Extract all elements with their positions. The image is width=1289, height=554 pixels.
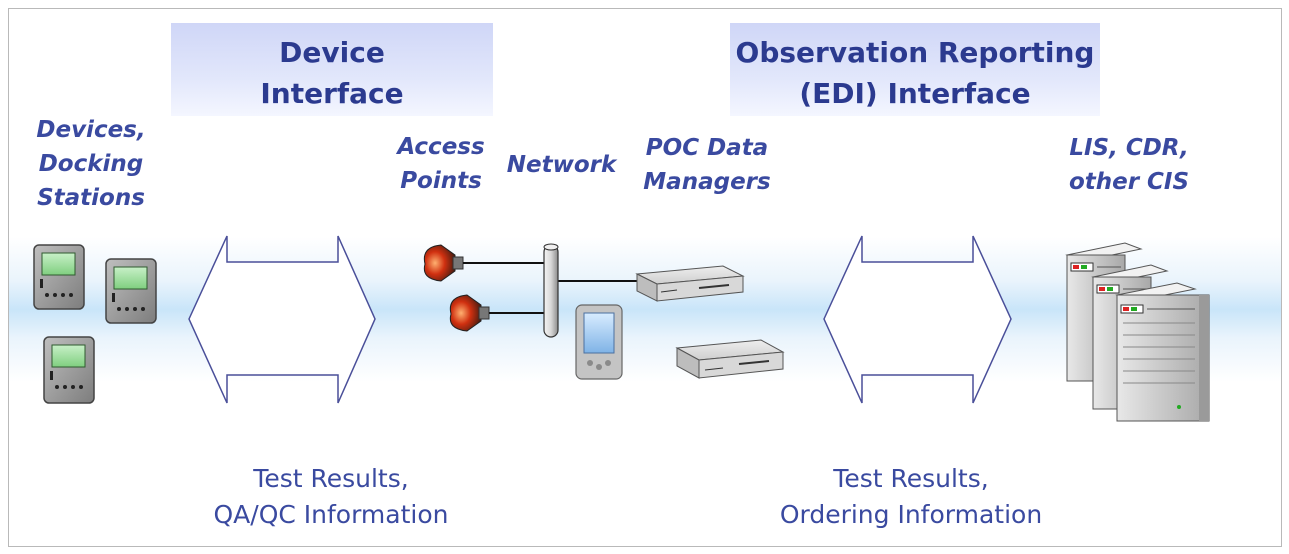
diagram-artwork <box>33 235 1210 422</box>
label-line: Docking <box>38 151 144 177</box>
header-line: (EDI) Interface <box>799 77 1031 110</box>
observation-interface-caption: Test Results, Ordering Information <box>761 461 1061 533</box>
network-label: Network <box>499 148 624 182</box>
access-points-label: Access Points <box>381 130 501 198</box>
header-line: Interface <box>260 77 404 110</box>
access-point-icon <box>449 294 490 332</box>
label-line: Devices, <box>36 117 146 143</box>
observation-reporting-double-arrow-icon <box>823 235 1012 404</box>
data-manager-server-icon <box>635 265 745 302</box>
diagram-frame: Device Interface Observation Reporting (… <box>8 8 1282 547</box>
data-manager-server-icon <box>675 339 785 379</box>
caption-line: Ordering Information <box>779 500 1043 529</box>
label-line: Access <box>397 134 485 160</box>
label-line: other CIS <box>1068 169 1190 195</box>
handheld-device-icon <box>43 336 95 404</box>
network-backbone-icon <box>543 243 559 338</box>
label-line: Points <box>400 168 482 194</box>
poc-data-managers-label: POC Data Managers <box>627 131 787 199</box>
label-line: LIS, CDR, <box>1069 135 1189 161</box>
server-tower-icon <box>1115 282 1210 422</box>
header-line: Device <box>279 36 385 69</box>
lis-cdr-cis-label: LIS, CDR, other CIS <box>1049 131 1209 199</box>
label-line: POC Data <box>645 135 769 161</box>
pda-device-icon <box>575 304 623 380</box>
device-interface-double-arrow-icon <box>188 235 376 404</box>
device-interface-caption: Test Results, QA/QC Information <box>181 461 481 533</box>
observation-interface-header: Observation Reporting (EDI) Interface <box>715 32 1115 114</box>
label-line: Managers <box>643 169 771 195</box>
observation-interface-header-box <box>730 23 1100 116</box>
caption-line: Test Results, <box>253 464 409 493</box>
caption-line: QA/QC Information <box>213 500 449 529</box>
label-line: Stations <box>37 185 145 211</box>
header-line: Observation Reporting <box>735 36 1095 69</box>
handheld-device-icon <box>105 258 157 324</box>
devices-label: Devices, Docking Stations <box>21 113 161 215</box>
access-point-icon <box>423 244 464 282</box>
handheld-device-icon <box>33 244 85 310</box>
device-interface-header-box <box>171 23 493 116</box>
label-line: Network <box>506 152 617 178</box>
caption-line: Test Results, <box>833 464 989 493</box>
server-stack-icon <box>1065 242 1210 422</box>
device-interface-header: Device Interface <box>171 32 493 114</box>
